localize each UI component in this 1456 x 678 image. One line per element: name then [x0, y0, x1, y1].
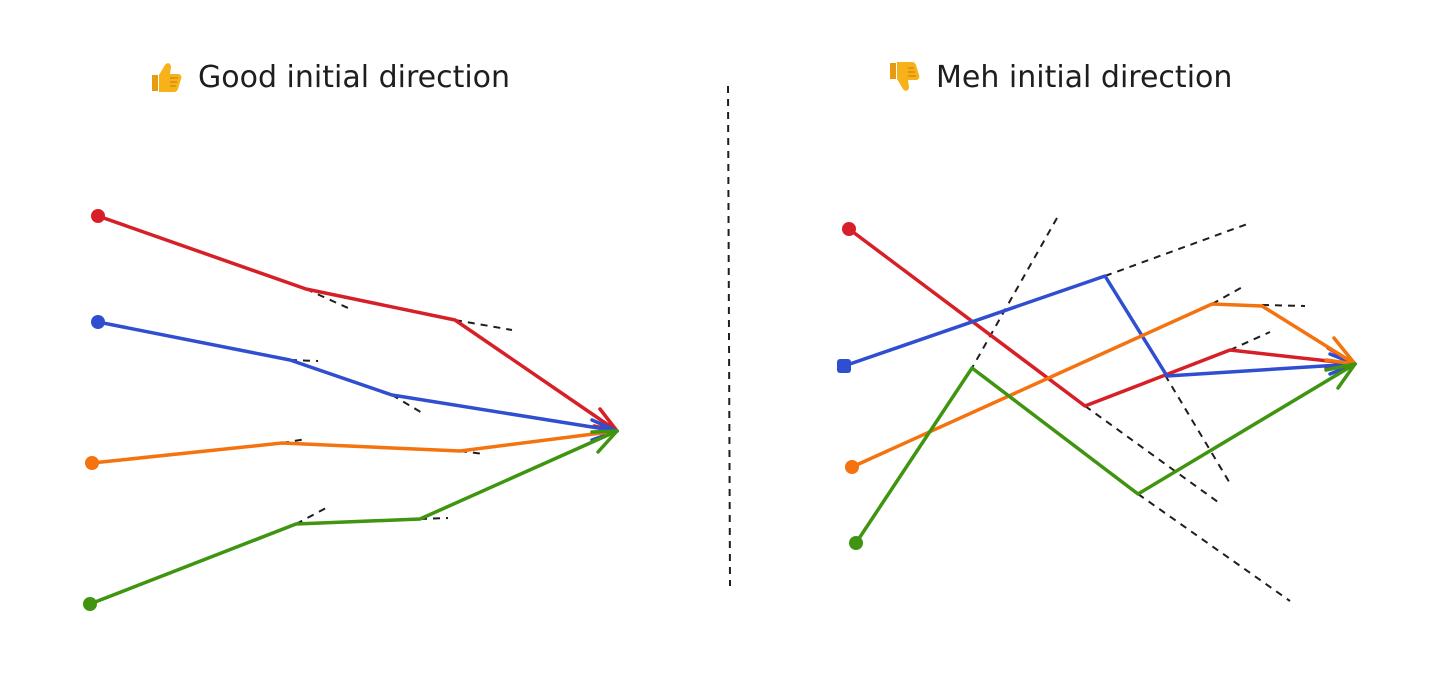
tangent-line [1084, 405, 1223, 506]
tangent-line [1229, 331, 1271, 351]
tangent-line [1261, 304, 1306, 307]
tangent-line [295, 507, 327, 525]
left-panel-tangents [281, 288, 513, 525]
left-green-path [83, 429, 619, 611]
thumbs-down-icon [890, 62, 920, 91]
green-path-line [88, 429, 619, 606]
blue-path-line [96, 320, 619, 433]
green-start-point [83, 597, 97, 611]
green-arrowhead [1324, 362, 1357, 390]
orange-start-point [845, 460, 859, 474]
left-orange-path [85, 429, 619, 470]
blue-path-line [842, 274, 1357, 378]
orange-path-line [90, 429, 619, 465]
left-panel-title: Good initial direction [148, 52, 510, 102]
green-path-line [854, 362, 1357, 545]
right-panel-title: Meh initial direction [886, 52, 1232, 102]
tangent-line [1211, 284, 1247, 305]
right-green-path [849, 362, 1357, 550]
blue-start-point [91, 315, 105, 329]
thumbs-up-icon [152, 63, 182, 92]
right-panel-tangents [971, 217, 1306, 602]
orange-start-point [85, 456, 99, 470]
red-start-point [842, 222, 856, 236]
tangent-line [971, 217, 1058, 369]
left-panel-title-text: Good initial direction [198, 59, 511, 95]
panel-divider [727, 85, 731, 587]
tangent-line [1104, 222, 1251, 277]
red-path-line [847, 227, 1357, 408]
left-red-path [91, 209, 619, 433]
red-start-point [91, 209, 105, 223]
tangent-line [1164, 374, 1232, 486]
green-start-point [849, 536, 863, 550]
blue-start-point [837, 359, 851, 373]
right-orange-path [845, 302, 1357, 474]
right-blue-path [837, 274, 1357, 378]
right-panel-title-text: Meh initial direction [936, 59, 1233, 95]
green-arrowhead [590, 429, 619, 454]
red-path-line [96, 214, 619, 433]
tangent-line [454, 319, 513, 331]
tangent-line [419, 517, 449, 520]
tangent-line [1137, 493, 1291, 602]
orange-path-line [850, 302, 1357, 469]
tangent-line [391, 394, 425, 415]
